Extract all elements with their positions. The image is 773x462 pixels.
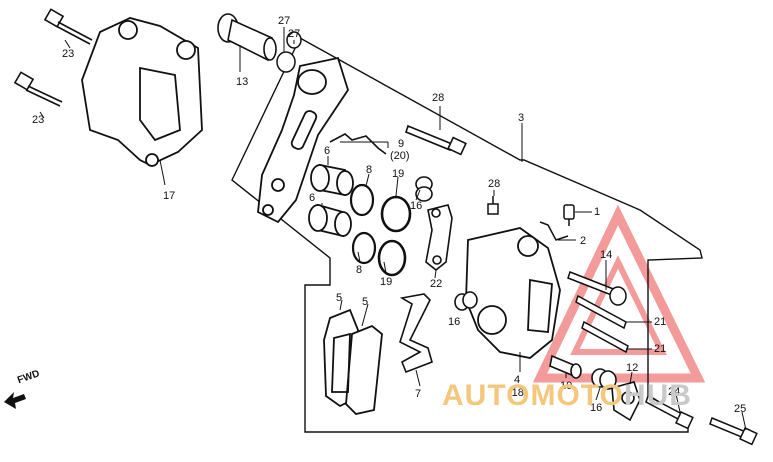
pins-21 <box>567 271 629 354</box>
label-28-small: 28 <box>488 178 501 190</box>
bolt-23-lower <box>13 71 63 107</box>
bleed-cap-2 <box>539 221 569 241</box>
label-6-upper: 6 <box>324 145 331 157</box>
collar-16-lower <box>454 291 478 311</box>
label-24: 24 <box>668 386 681 398</box>
plate-22 <box>425 204 453 272</box>
caliper-bracket-17 <box>81 17 203 167</box>
label-16-lower: 16 <box>590 402 603 414</box>
watermark-part2: HUB <box>623 379 692 412</box>
label-3: 3 <box>518 112 525 124</box>
label-23-lower: 23 <box>32 114 45 126</box>
pin-13 <box>217 13 277 62</box>
label-1: 1 <box>594 206 601 218</box>
bolt-28-small <box>487 196 499 215</box>
label-10: 10 <box>560 380 573 392</box>
label-28-upper: 28 <box>432 92 445 104</box>
label-18: (18) <box>508 387 528 399</box>
bolt-24 <box>645 394 694 430</box>
label-8-lower: 8 <box>356 264 363 276</box>
label-8-upper: 8 <box>366 164 373 176</box>
label-5-right: 5 <box>362 296 369 308</box>
label-21-lower: 21 <box>654 343 667 355</box>
brake-pads-5 <box>323 308 383 415</box>
caliper-body-4 <box>465 227 561 359</box>
label-6-lower: 6 <box>309 192 316 204</box>
mounting-bracket <box>257 56 349 224</box>
label-27-a: 27 <box>278 15 291 27</box>
bolt-28-upper <box>405 124 467 156</box>
label-2: 2 <box>580 235 587 247</box>
watermark-text: AUTOMOTOHUB <box>442 380 692 412</box>
label-9: 9 <box>398 138 405 150</box>
fwd-arrow-icon <box>4 392 26 409</box>
watermark-part1: AUTOMOTO <box>442 379 624 412</box>
bolt-25 <box>709 417 758 446</box>
label-5-left: 5 <box>336 292 343 304</box>
label-19-upper: 19 <box>392 168 405 180</box>
label-22: 22 <box>430 278 443 290</box>
label-13: 13 <box>236 76 249 88</box>
boot-16-12 <box>591 368 641 422</box>
label-17: 17 <box>163 190 176 202</box>
bleed-screw-1 <box>563 204 575 226</box>
label-16-middle: 16 <box>448 316 461 328</box>
pistons-6 <box>308 163 354 238</box>
label-7: 7 <box>415 388 422 400</box>
collar-16 <box>415 176 433 202</box>
seals-8 <box>349 183 377 265</box>
label-4: 4 <box>514 374 521 386</box>
label-23-upper: 23 <box>62 48 75 60</box>
label-19-lower: 19 <box>380 276 393 288</box>
label-25: 25 <box>734 403 747 415</box>
leader-lines <box>39 27 747 431</box>
label-16-upper: 16 <box>410 200 423 212</box>
label-14: 14 <box>600 249 613 261</box>
pin-10 <box>549 354 582 379</box>
label-12: 12 <box>626 362 639 374</box>
spring-9 <box>329 133 387 155</box>
label-20: (20) <box>390 150 410 162</box>
seals-19 <box>377 195 412 277</box>
label-21-upper: 21 <box>654 316 667 328</box>
label-27-b: 27 <box>288 28 301 40</box>
bolt-23-upper <box>43 8 93 45</box>
pad-spring-7 <box>399 293 433 374</box>
